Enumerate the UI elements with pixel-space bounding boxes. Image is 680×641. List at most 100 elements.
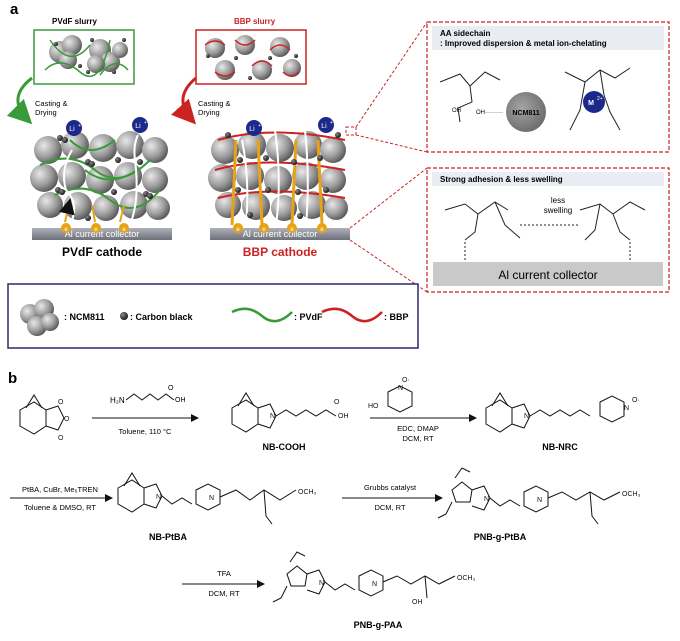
swelling-label: swelling [544, 206, 572, 215]
svg-text:e: e [320, 227, 324, 233]
svg-text:O·: O· [402, 377, 410, 384]
li-ion-right-1: Li + [246, 120, 262, 136]
pvdf-slurry-box: PVdF slurry [33, 17, 135, 85]
nb-cooh-structure: OH O N [231, 392, 349, 433]
svg-text:Li: Li [321, 123, 327, 130]
step3-conditions-2: Toluene & DMSO, RT [24, 503, 96, 512]
nb-cooh-label: NB-COOH [263, 442, 306, 452]
step3-conditions-1: PtBA, CuBr, Me₆TREN [22, 485, 98, 494]
svg-text:O: O [168, 385, 174, 392]
svg-text:+: + [330, 120, 333, 126]
legend-carbon: : Carbon black [130, 312, 194, 322]
svg-text:N: N [156, 494, 161, 501]
zoom-connectors [345, 21, 428, 293]
svg-text:N: N [209, 495, 214, 502]
svg-text:N: N [524, 413, 529, 420]
svg-text:N: N [319, 580, 324, 587]
svg-text:OCH₃: OCH₃ [298, 489, 317, 496]
legend-ncm: : NCM811 [64, 312, 105, 322]
svg-text:O: O [334, 399, 340, 406]
drying-label-left: Drying [35, 108, 57, 117]
pnb-g-paa-label: PNB-g-PAA [354, 620, 403, 630]
li-ion-right-2: Li + [318, 117, 334, 133]
collector-label-left: Al current collector [65, 229, 140, 239]
svg-text:+: + [258, 123, 261, 129]
electron-left-2: e [91, 223, 101, 233]
legend-pvdf: : PVdF [294, 312, 323, 322]
bbp-slurry-box: BBP slurry [195, 17, 307, 85]
electron-right-2: e [259, 223, 269, 233]
electron-right-1: e [233, 223, 243, 233]
svg-text:H₂N: H₂N [110, 396, 125, 405]
tempo-reagent: N O· HO [368, 377, 413, 413]
svg-text:O: O [58, 399, 64, 406]
svg-text:O·: O· [632, 397, 640, 404]
pnb-g-ptba-label: PNB-g-PtBA [474, 532, 527, 542]
electron-right-3: e [287, 223, 297, 233]
svg-text:e: e [290, 227, 294, 233]
svg-text:Li: Li [135, 123, 141, 130]
metal-ion-label: M [588, 100, 594, 107]
svg-text:N: N [484, 496, 489, 503]
ncm811-label: NCM811 [512, 110, 539, 117]
svg-text:e: e [262, 227, 266, 233]
svg-text:+: + [144, 120, 147, 126]
bbp-cathode-illustration: Al current collector Li + Li + e e e e [208, 117, 350, 240]
nb-ptba-structure: OCH₃ N N [117, 472, 317, 525]
electron-left-1: e [61, 223, 71, 233]
pnb-g-ptba-structure: OCH₃ N N [437, 467, 641, 525]
svg-text:N: N [624, 405, 629, 412]
step5-conditions-2: DCM, RT [208, 589, 240, 598]
bbp-cathode-title: BBP cathode [243, 245, 318, 259]
svg-text:O: O [58, 435, 64, 442]
li-ion-left-2: Li + [132, 117, 148, 133]
anhydride-structure: O O O [19, 394, 70, 442]
step4-conditions-1: Grubbs catalyst [364, 483, 417, 492]
svg-text:OH·········: OH········· [476, 110, 503, 116]
svg-text:e: e [94, 227, 98, 233]
svg-text:N: N [372, 581, 377, 588]
svg-text:2+: 2+ [597, 96, 603, 102]
legend-bbp: : BBP [384, 312, 409, 322]
nb-nrc-label: NB-NRC [542, 442, 578, 452]
step2-conditions-2: DCM, RT [402, 434, 434, 443]
step5-conditions-1: TFA [217, 569, 231, 578]
svg-text:N: N [398, 385, 403, 392]
panel-b-label: b [8, 370, 17, 387]
less-label: less [551, 196, 565, 205]
step2-conditions-1: EDC, DMAP [397, 424, 439, 433]
adhesion-collector-label: Al current collector [498, 268, 597, 282]
adhesion-box-title: Strong adhesion & less swelling [440, 175, 563, 184]
aa-box-title: AA sidechain [440, 29, 490, 38]
svg-text:OCH₃: OCH₃ [457, 575, 476, 582]
pvdf-cathode-title: PVdF cathode [62, 245, 142, 259]
svg-text:Li: Li [69, 126, 75, 133]
svg-text:O: O [64, 416, 70, 423]
step1-condition: Toluene, 110 °C [119, 427, 172, 436]
step4-conditions-2: DCM, RT [374, 503, 406, 512]
svg-text:OH: OH [452, 108, 461, 114]
svg-text:OH: OH [175, 397, 186, 404]
aa-box-subtitle: : Improved dispersion & metal ion-chelat… [440, 39, 607, 48]
casting-label-left: Casting & [35, 99, 68, 108]
casting-arrow-right [171, 76, 197, 125]
li-ion-left-1: Li + [66, 120, 82, 136]
svg-text:Li: Li [249, 126, 255, 133]
casting-label-right: Casting & [198, 99, 231, 108]
panel-a-label: a [10, 1, 19, 18]
svg-text:e: e [122, 227, 126, 233]
adhesion-box: Strong adhesion & less swelling less swe… [426, 167, 670, 293]
collector-label-right: Al current collector [243, 229, 318, 239]
drying-label-right: Drying [198, 108, 220, 117]
aminoacid-reagent: H₂N OH O [110, 385, 186, 405]
svg-text:N: N [270, 413, 275, 420]
svg-text:+: + [78, 123, 81, 129]
svg-text:e: e [64, 227, 68, 233]
casting-arrow-left [6, 76, 33, 125]
pvdf-slurry-title: PVdF slurry [52, 17, 97, 26]
legend: : NCM811 : Carbon black : PVdF : BBP [7, 283, 419, 349]
svg-text:HO: HO [368, 403, 379, 410]
bbp-slurry-title: BBP slurry [234, 17, 276, 26]
svg-text:OH: OH [412, 599, 423, 606]
